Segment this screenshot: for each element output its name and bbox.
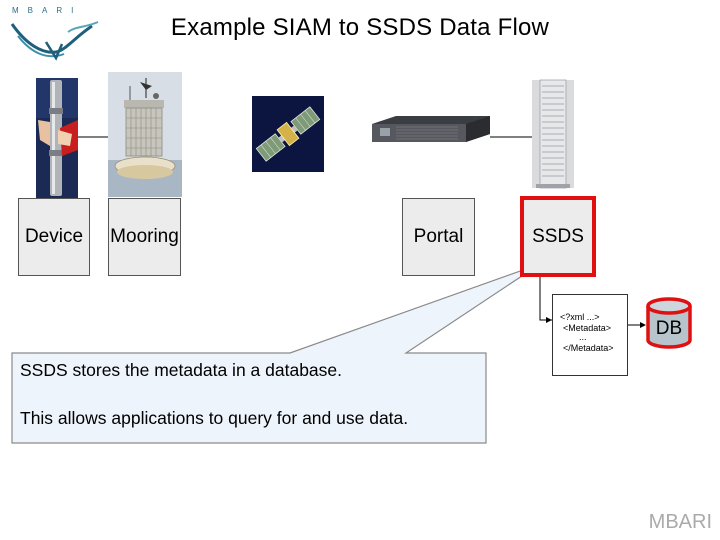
db-label: DB [656, 318, 682, 339]
mooring-label: Mooring [110, 226, 179, 247]
callout-bubble [11, 263, 541, 444]
ssds-xml-arrow [539, 276, 552, 321]
footer-mbari: MBARI [648, 511, 712, 533]
satellite-photo [252, 96, 324, 172]
ssds-label: SSDS [532, 225, 584, 247]
portal-label: Portal [413, 226, 464, 247]
device-label: Device [24, 226, 84, 247]
xml-line-4: </Metadata> [563, 343, 614, 353]
xml-line-2: <Metadata> [563, 323, 612, 333]
xml-metadata-box: <?xml ...> <Metadata> ... </Metadata> [552, 294, 628, 376]
database-cylinder: DB [646, 297, 692, 349]
ssds-server-rack-photo [532, 79, 574, 189]
xml-line-1: <?xml ...> [560, 312, 600, 322]
callout-line-2: This allows applications to query for an… [20, 408, 409, 428]
logo-text: MBARI [12, 6, 83, 15]
mbari-logo [10, 21, 99, 61]
ssds-xml-arrowhead [546, 317, 552, 323]
device-box: Device [18, 198, 90, 276]
ssds-box: SSDS [520, 196, 596, 277]
mooring-buoy-photo [108, 72, 182, 197]
callout-line-1: SSDS stores the metadata in a database. [20, 360, 342, 380]
portal-server-photo [372, 116, 490, 142]
callout-text: SSDS stores the metadata in a database. … [20, 358, 480, 430]
xml-db-arrowhead [640, 322, 646, 328]
mooring-box: Mooring [108, 198, 181, 276]
device-instrument-photo [36, 78, 78, 198]
page-title: Example SIAM to SSDS Data Flow [170, 14, 550, 41]
xml-line-3: ... [579, 332, 587, 342]
portal-box: Portal [402, 198, 475, 276]
